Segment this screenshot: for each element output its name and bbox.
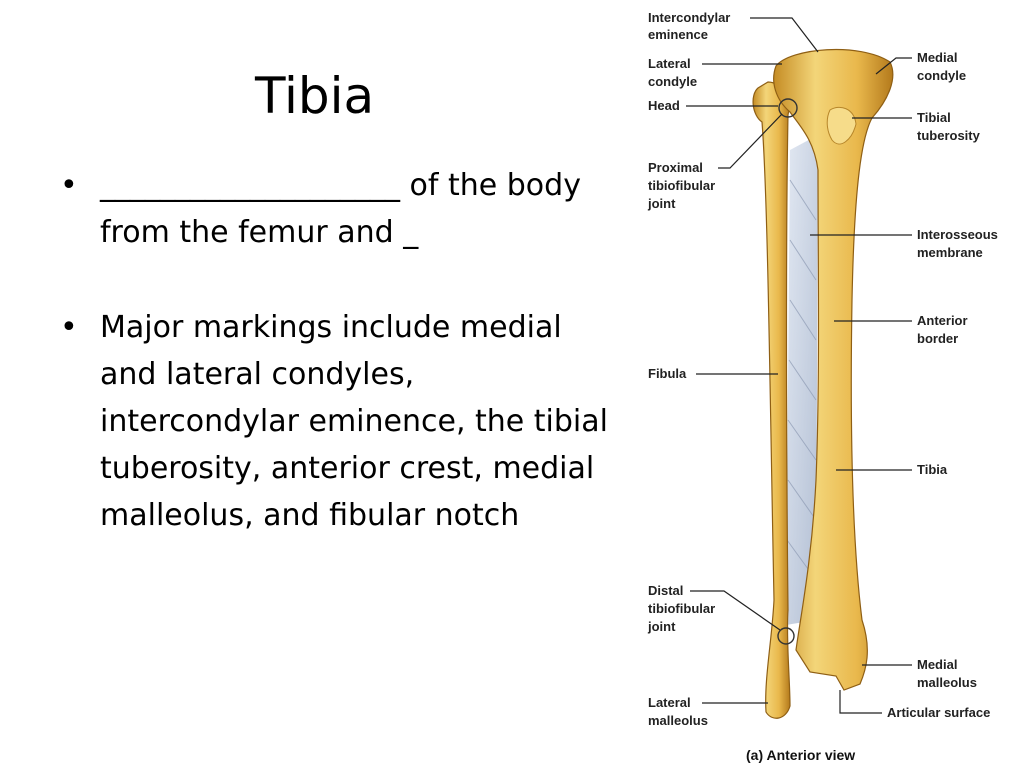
label-fibula: Fibula: [648, 366, 778, 381]
svg-text:tuberosity: tuberosity: [917, 128, 981, 143]
label-intercondylar-eminence: Intercondylar eminence: [648, 10, 819, 53]
svg-text:malleolus: malleolus: [648, 713, 708, 728]
svg-text:joint: joint: [647, 619, 676, 634]
label-articular-surface: Articular surface: [839, 690, 990, 720]
svg-text:eminence: eminence: [648, 27, 708, 42]
slide-title: Tibia: [255, 67, 375, 125]
svg-text:tibiofibular: tibiofibular: [648, 178, 715, 193]
bullet-item-1: ____________________ of the body from th…: [60, 162, 620, 256]
svg-text:Distal: Distal: [648, 583, 683, 598]
svg-text:Lateral: Lateral: [648, 56, 691, 71]
label-medial-condyle: Medial condyle: [875, 50, 966, 83]
tibia-shape: [773, 48, 894, 691]
svg-text:condyle: condyle: [917, 68, 966, 83]
svg-text:tibiofibular: tibiofibular: [648, 601, 715, 616]
bullet-list: ____________________ of the body from th…: [60, 162, 620, 587]
label-tibial-tuberosity: Tibial tuberosity: [852, 110, 981, 143]
proximal-joint-marker: [778, 98, 798, 118]
distal-joint-marker: [777, 627, 795, 645]
label-head: Head: [648, 98, 778, 113]
svg-text:condyle: condyle: [648, 74, 697, 89]
figure-caption: (a) Anterior view: [746, 747, 855, 763]
svg-text:malleolus: malleolus: [917, 675, 977, 690]
label-lateral-malleolus: Lateral malleolus: [648, 695, 768, 728]
label-distal-tibiofibular-joint: Distal tibiofibular joint: [647, 583, 781, 634]
svg-text:Anterior: Anterior: [917, 313, 968, 328]
label-proximal-tibiofibular-joint: Proximal tibiofibular joint: [647, 113, 783, 211]
svg-text:Medial: Medial: [917, 50, 957, 65]
tibial-tuberosity-shape: [826, 106, 857, 145]
label-lateral-condyle: Lateral condyle: [648, 56, 782, 89]
svg-text:border: border: [917, 331, 958, 346]
svg-text:Head: Head: [648, 98, 680, 113]
svg-text:Medial: Medial: [917, 657, 957, 672]
svg-text:Articular surface: Articular surface: [887, 705, 990, 720]
svg-text:joint: joint: [647, 196, 676, 211]
label-medial-malleolus: Medial malleolus: [862, 657, 977, 690]
tibia-fibula-illustration: Intercondylar eminence Lateral condyle H…: [647, 10, 998, 763]
svg-text:Intercondylar: Intercondylar: [648, 10, 730, 25]
label-anterior-border: Anterior border: [834, 313, 968, 346]
svg-text:Fibula: Fibula: [648, 366, 687, 381]
bullet-item-2: Major markings include medial and latera…: [60, 304, 620, 539]
tibia-fibula-diagram: Intercondylar eminence Lateral condyle H…: [640, 0, 1024, 768]
svg-text:Tibia: Tibia: [917, 462, 948, 477]
label-interosseous-membrane: Interosseous membrane: [810, 227, 998, 260]
svg-text:Proximal: Proximal: [648, 160, 703, 175]
svg-text:membrane: membrane: [917, 245, 983, 260]
svg-text:Lateral: Lateral: [648, 695, 691, 710]
svg-text:Interosseous: Interosseous: [917, 227, 998, 242]
label-tibia: Tibia: [836, 462, 948, 477]
fibula-shape: [752, 81, 791, 719]
svg-text:Tibial: Tibial: [917, 110, 951, 125]
